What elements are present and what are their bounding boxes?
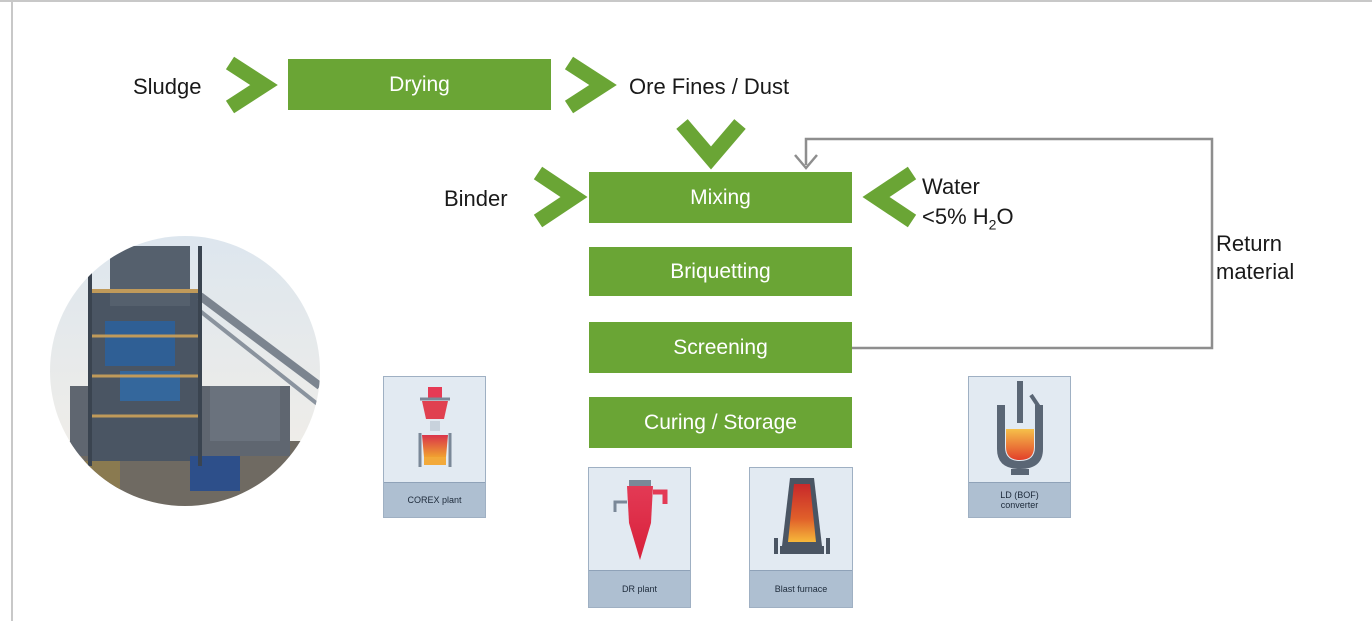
- corex-plant-tile: COREX plant: [383, 376, 486, 518]
- dr-plant-tile: DR plant: [588, 467, 691, 608]
- screening-step: Screening: [589, 322, 852, 373]
- dr-plant-caption: DR plant: [589, 570, 690, 607]
- corex-plant-icon: [418, 387, 452, 467]
- water-content-note: <5% H2O: [922, 204, 1014, 233]
- chevron-right-icon: [564, 56, 617, 114]
- ld-caption-line1: LD (BOF): [1000, 489, 1039, 500]
- ld-caption-line2: converter: [1000, 500, 1039, 510]
- return-material-line2: material: [1216, 259, 1295, 284]
- drying-step: Drying: [288, 59, 551, 110]
- blast-furnace-tile: Blast furnace: [749, 467, 853, 608]
- ld-converter-tile: LD (BOF) converter: [968, 376, 1071, 518]
- converter-icon: [997, 381, 1043, 475]
- ore-fines-label: Ore Fines / Dust: [629, 74, 790, 99]
- chevron-right-icon: [533, 166, 588, 228]
- frame-top-border: [0, 0, 1372, 2]
- water-label: Water: [922, 174, 980, 199]
- blast-furnace-icon: [774, 478, 830, 554]
- dr-plant-icon: [613, 480, 668, 560]
- chevron-right-icon: [225, 56, 278, 114]
- industrial-plant-photo: [50, 236, 320, 506]
- return-material-line1: Return: [1216, 231, 1283, 256]
- chevron-down-icon: [676, 119, 746, 170]
- chevron-left-icon: [862, 166, 917, 228]
- mixing-step: Mixing: [589, 172, 852, 223]
- frame-left-border: [11, 0, 13, 621]
- briquetting-step: Briquetting: [589, 247, 852, 296]
- sludge-label: Sludge: [133, 74, 202, 99]
- corex-plant-caption: COREX plant: [384, 482, 485, 517]
- curing-storage-step: Curing / Storage: [589, 397, 852, 448]
- binder-label: Binder: [444, 186, 508, 211]
- ld-converter-caption: LD (BOF) converter: [969, 482, 1070, 517]
- blast-furnace-caption: Blast furnace: [750, 570, 852, 607]
